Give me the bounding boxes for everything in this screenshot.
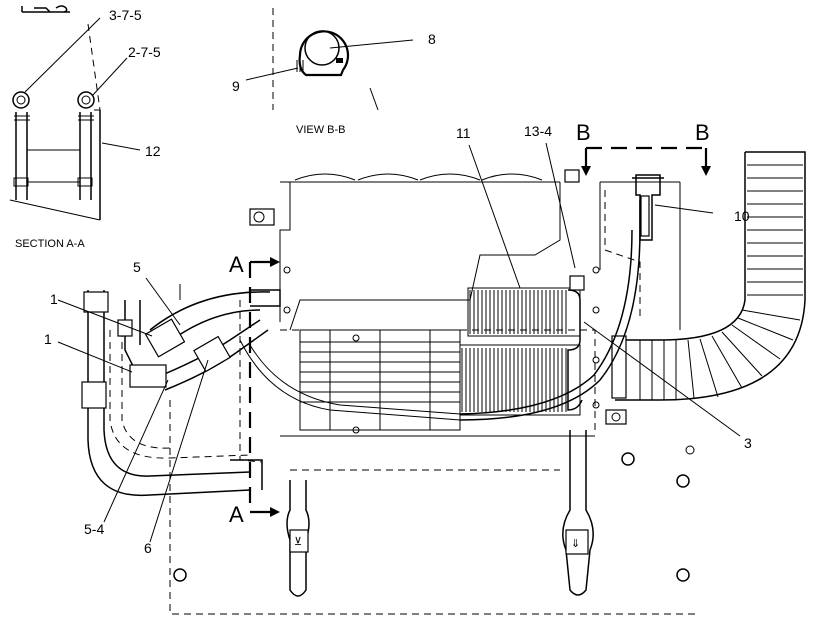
callout-6: 6 — [144, 540, 152, 556]
callout-12: 12 — [145, 143, 161, 159]
callout-13-4: 13-4 — [524, 123, 552, 139]
heater-core-assembly — [299, 275, 627, 434]
core-fins-left — [300, 330, 460, 430]
svg-text:⊻: ⊻ — [294, 536, 302, 548]
callout-8: 8 — [428, 31, 436, 47]
callout-9: 9 — [232, 78, 240, 94]
svg-text:⇓: ⇓ — [571, 538, 580, 550]
callout-11: 11 — [456, 125, 471, 141]
callout-2-7-5: 2-7-5 — [128, 44, 161, 60]
section-a-a-label: SECTION A-A — [15, 238, 85, 250]
callout-1-top: 1 — [50, 291, 58, 307]
section-a-a-detail — [9, 5, 101, 221]
lower-assemblies: ⊻ ⇓ — [286, 169, 664, 597]
callout-10: 10 — [734, 208, 750, 224]
section-marker-b-left: B — [576, 120, 591, 145]
leader-lines — [24, 17, 741, 543]
callout-5-4: 5-4 — [84, 521, 104, 537]
view-labels: SECTION A-A VIEW B-B A A B B — [15, 120, 710, 527]
callout-3: 3 — [744, 435, 752, 451]
section-marker-b-right: B — [695, 120, 710, 145]
section-marker-a-bottom: A — [229, 502, 244, 527]
section-marker-a-top: A — [229, 252, 244, 277]
callout-1-bottom: 1 — [44, 331, 52, 347]
section-lines — [248, 146, 711, 517]
callout-5: 5 — [133, 259, 141, 275]
air-duct — [611, 151, 806, 401]
hose-routing — [81, 200, 641, 497]
callout-3-7-5: 3-7-5 — [109, 7, 142, 23]
view-b-b-label: VIEW B-B — [296, 124, 346, 136]
callouts: 3-7-5 2-7-5 12 8 9 11 13-4 10 5 1 1 5-4 … — [44, 7, 752, 556]
view-b-b-detail — [272, 8, 379, 111]
